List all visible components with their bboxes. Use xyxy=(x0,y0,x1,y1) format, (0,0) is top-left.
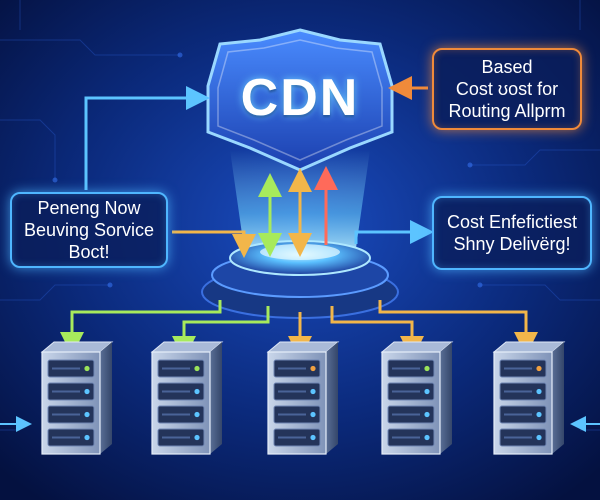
cdn-label: CDN xyxy=(240,69,360,127)
connector-server-1 xyxy=(60,300,222,356)
server-5 xyxy=(492,341,566,455)
status-led-icon xyxy=(310,365,316,372)
routing-box-line-1: Based xyxy=(481,57,533,77)
routing-algorithm-box: Based Cost ʊost for Routing Allprm xyxy=(432,48,582,130)
status-led-icon xyxy=(194,434,200,441)
circuit-dots xyxy=(52,52,483,288)
serving-box-line-3: Boct! xyxy=(68,242,110,262)
status-led-icon xyxy=(194,365,200,372)
vertical-arrows xyxy=(258,166,338,257)
server-connectors xyxy=(60,300,538,360)
status-led-icon xyxy=(424,388,430,395)
serving-box-line-1: Peneng Now xyxy=(37,198,141,218)
status-led-icon xyxy=(536,388,542,395)
status-led-icon xyxy=(84,388,90,395)
status-led-icon xyxy=(84,434,90,441)
arrow-pedestal-to-right-box xyxy=(354,220,434,244)
routing-box-line-2: Cost ʊost for xyxy=(455,79,559,99)
server-1 xyxy=(40,341,114,455)
status-led-icon xyxy=(536,434,542,441)
connector-server-4 xyxy=(330,306,424,360)
connector-server-5 xyxy=(378,300,538,356)
status-led-icon xyxy=(424,434,430,441)
cost-box-line-1: Cost Enfefictiest xyxy=(446,212,578,232)
status-led-icon xyxy=(310,388,316,395)
server-3 xyxy=(266,341,340,455)
routing-box-line-3: Routing Allprm xyxy=(448,101,566,121)
status-led-icon xyxy=(536,365,542,372)
pedestal-glow xyxy=(260,244,340,260)
status-led-icon xyxy=(194,388,200,395)
arrow-left-box-to-pedestal xyxy=(172,230,256,258)
status-led-icon xyxy=(424,411,430,418)
cost-effective-box: Cost Enfefictiest Shny Delivërg! xyxy=(432,196,592,270)
server-4 xyxy=(380,341,454,455)
status-led-icon xyxy=(424,365,430,372)
serving-box-line-2: Beuving Sorvice xyxy=(23,220,155,240)
server-2 xyxy=(150,341,224,455)
connector-server-2 xyxy=(172,306,270,360)
status-led-icon xyxy=(310,411,316,418)
status-led-icon xyxy=(84,365,90,372)
status-led-icon xyxy=(194,411,200,418)
status-led-icon xyxy=(536,411,542,418)
arrow-left-box-to-cdn xyxy=(84,86,210,190)
cdn-shield-inner xyxy=(217,39,383,161)
server-row xyxy=(40,341,566,455)
status-led-icon xyxy=(310,434,316,441)
serving-service-box: Peneng Now Beuving Sorvice Boct! xyxy=(10,192,168,268)
cost-box-line-2: Shny Delivërg! xyxy=(453,234,571,254)
status-led-icon xyxy=(84,411,90,418)
